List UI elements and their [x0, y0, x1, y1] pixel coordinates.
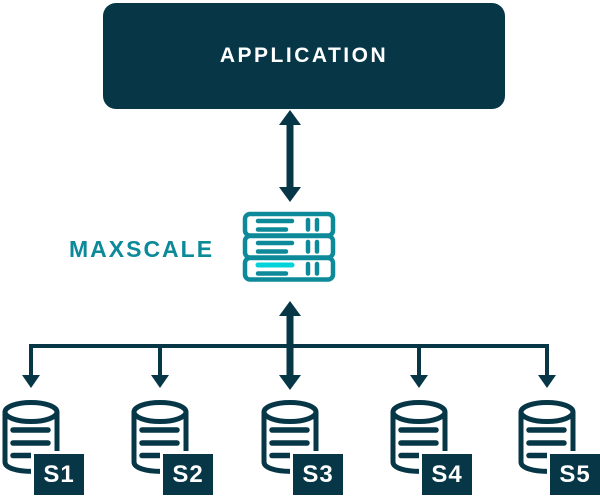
server-badge-label: S5 [559, 460, 591, 488]
application-box: APPLICATION [103, 3, 505, 109]
drop-arrow-s2 [151, 344, 169, 388]
maxscale-label: MAXSCALE [69, 236, 215, 262]
application-label: APPLICATION [219, 44, 389, 67]
drop-arrow-s5 [538, 344, 556, 388]
server-badge-s1: S1 [34, 454, 84, 495]
arrowhead-down-icon [22, 375, 40, 388]
arrowhead-down-icon [538, 375, 556, 388]
server-badge-label: S3 [302, 460, 334, 488]
arrowhead-up-icon [279, 110, 301, 125]
server-badge-s3: S3 [293, 454, 343, 495]
arrowhead-up-icon [279, 301, 301, 316]
server-stack-icon [242, 211, 336, 282]
arrowhead-down-icon [151, 375, 169, 388]
server-badge-s2: S2 [163, 454, 213, 495]
server-badge-label: S4 [431, 460, 463, 488]
server-badge-s5: S5 [550, 454, 600, 495]
app-maxscale-arrow [279, 110, 301, 202]
arrowhead-down-icon [410, 375, 428, 388]
server-badge-label: S1 [43, 460, 75, 488]
drop-arrow-s1 [22, 344, 40, 388]
arrowhead-down-icon [279, 375, 301, 390]
arrowhead-down-icon [279, 187, 301, 202]
server-badge-s4: S4 [422, 454, 472, 495]
server-badge-label: S2 [172, 460, 204, 488]
drop-arrow-s4 [410, 344, 428, 388]
